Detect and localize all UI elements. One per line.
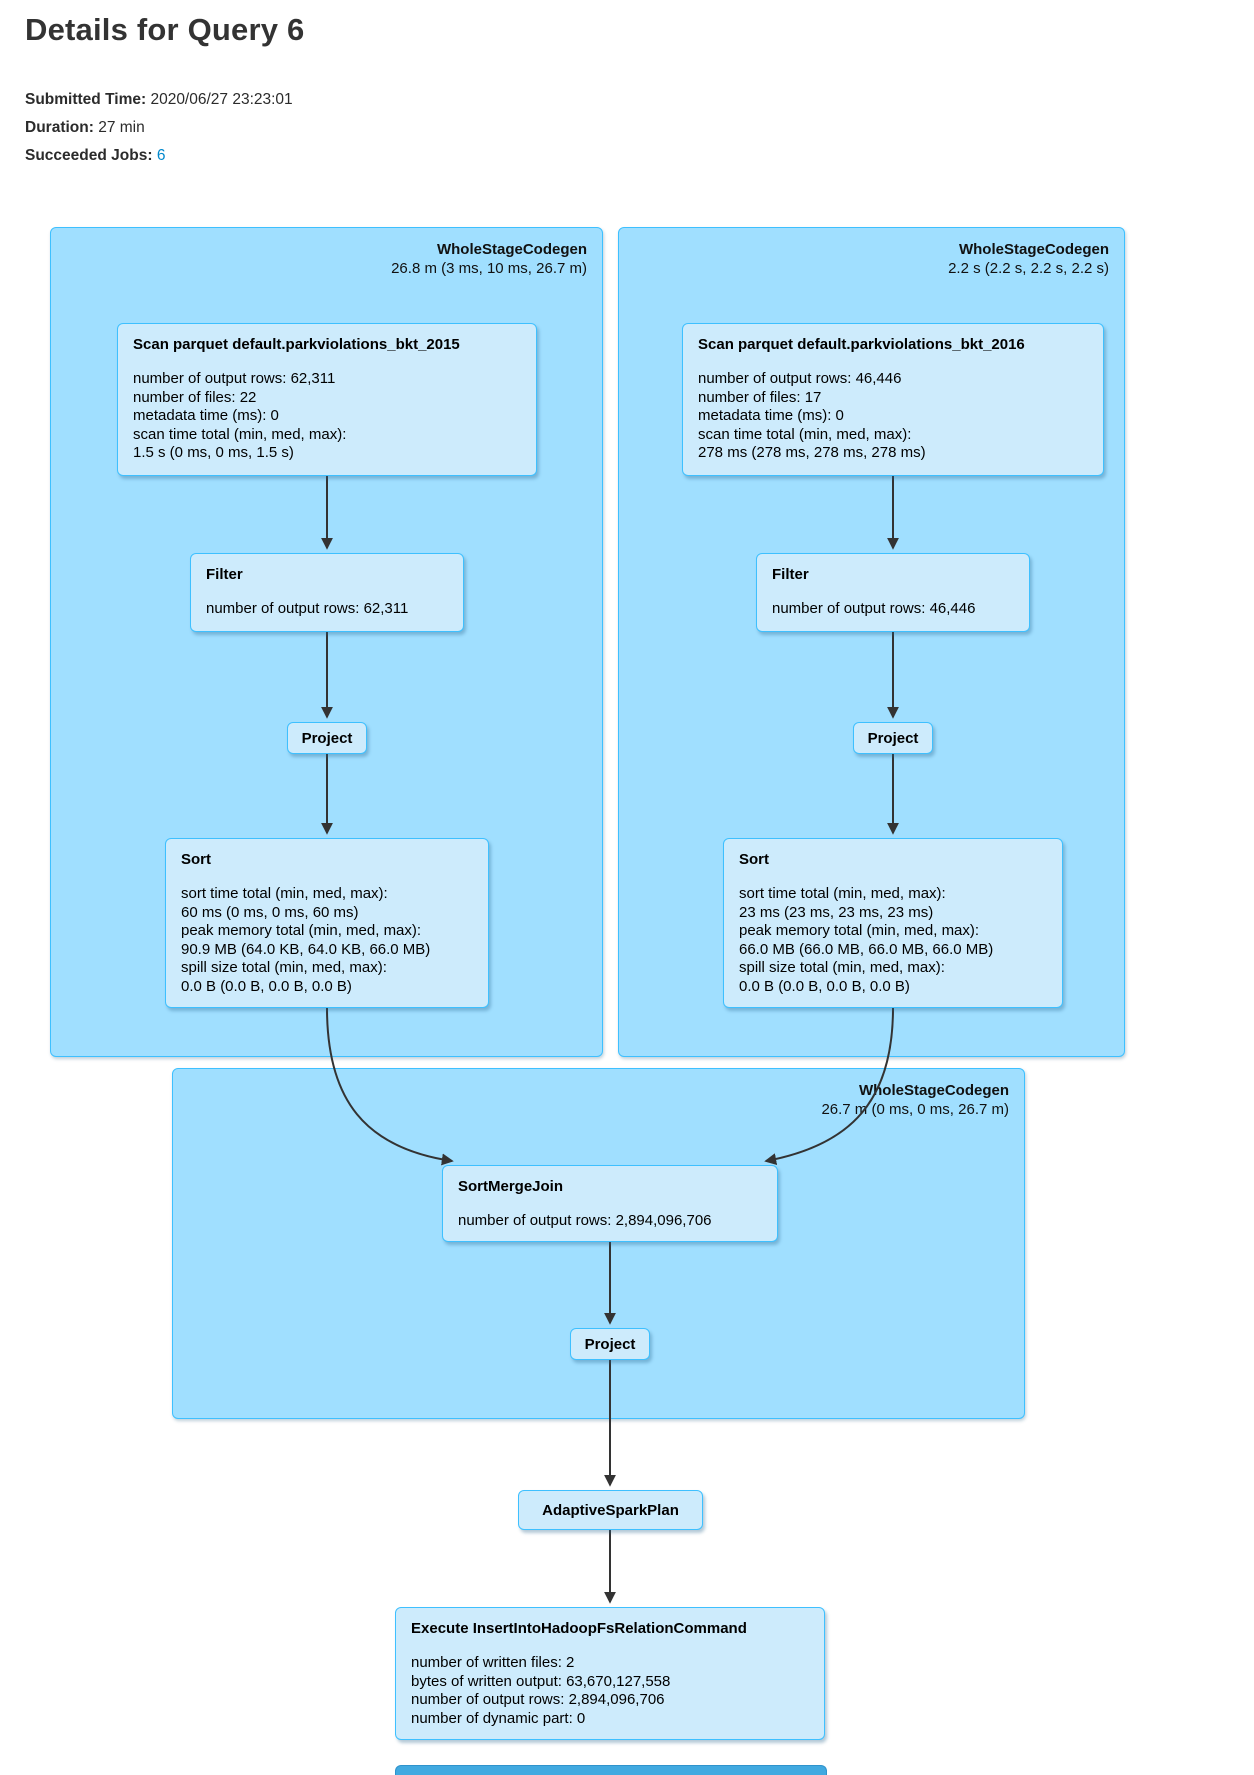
- node-metrics: number of output rows: 46,446: [757, 583, 1029, 631]
- cluster-title: WholeStageCodegen: [958, 241, 1109, 258]
- metric-line: 0.0 B (0.0 B, 0.0 B, 0.0 B): [739, 977, 910, 995]
- node-metrics: number of output rows: 62,311: [191, 583, 463, 631]
- metric-line: number of output rows: 62,311: [206, 600, 409, 617]
- metric-line: peak memory total (min, med, max):: [181, 922, 422, 939]
- cluster-title: WholeStageCodegen: [436, 241, 587, 258]
- page-title: Details for Query 6: [25, 12, 305, 47]
- node-sortmergejoin: SortMergeJoin number of output rows: 2,8…: [442, 1165, 778, 1242]
- query-summary: Submitted Time: 2020/06/27 23:23:01 Dura…: [25, 86, 293, 170]
- metric-line: sort time total (min, med, max):: [181, 885, 388, 902]
- succeeded-jobs-label: Succeeded Jobs:: [25, 147, 153, 164]
- metric-line: metadata time (ms): 0: [133, 407, 279, 424]
- metric-line: metadata time (ms): 0: [698, 407, 844, 424]
- node-filter-2015: Filter number of output rows: 62,311: [190, 553, 464, 632]
- metric-line: number of output rows: 62,311: [133, 370, 336, 387]
- metric-line: 1.5 s (0 ms, 0 ms, 1.5 s): [133, 444, 294, 461]
- node-project-2016: Project: [853, 722, 933, 754]
- metric-line: number of dynamic part: 0: [411, 1709, 586, 1727]
- metric-line: peak memory total (min, med, max):: [739, 922, 980, 939]
- node-title: Sort: [181, 851, 211, 868]
- submitted-time-row: Submitted Time: 2020/06/27 23:23:01: [25, 86, 293, 114]
- metric-line: number of written files: 2: [411, 1654, 575, 1671]
- cluster-label: WholeStageCodegen 2.2 s (2.2 s, 2.2 s, 2…: [948, 240, 1109, 278]
- duration-label: Duration:: [25, 119, 94, 136]
- node-title: Sort: [739, 851, 769, 868]
- metric-line: number of output rows: 2,894,096,706: [458, 1212, 712, 1229]
- node-project-join: Project: [570, 1328, 650, 1360]
- cluster-title: WholeStageCodegen: [858, 1082, 1009, 1099]
- node-filter-2016: Filter number of output rows: 46,446: [756, 553, 1030, 632]
- metric-line: scan time total (min, med, max):: [133, 425, 347, 443]
- node-title: Project: [867, 729, 919, 747]
- node-title: Project: [301, 729, 353, 747]
- cluster-label: WholeStageCodegen 26.7 m (0 ms, 0 ms, 26…: [821, 1081, 1009, 1119]
- metric-line: scan time total (min, med, max):: [698, 425, 912, 443]
- metric-line: 90.9 MB (64.0 KB, 64.0 KB, 66.0 MB): [181, 940, 431, 958]
- metric-line: 60 ms (0 ms, 0 ms, 60 ms): [181, 903, 359, 921]
- submitted-time-value: 2020/06/27 23:23:01: [150, 91, 293, 108]
- cluster-label: WholeStageCodegen 26.8 m (3 ms, 10 ms, 2…: [391, 240, 587, 278]
- node-metrics: sort time total (min, med, max): 60 ms (…: [166, 868, 488, 1008]
- node-metrics: number of written files: 2 bytes of writ…: [396, 1637, 824, 1740]
- node-title: Project: [584, 1335, 636, 1353]
- duration-value: 27 min: [98, 119, 145, 136]
- node-metrics: number of output rows: 62,311 number of …: [118, 353, 536, 475]
- node-title: SortMergeJoin: [458, 1178, 564, 1195]
- metric-line: number of output rows: 2,894,096,706: [411, 1691, 665, 1708]
- metric-line: number of files: 17: [698, 388, 822, 406]
- node-execute-insertintohadoopfsrelationcommand: Execute InsertIntoHadoopFsRelationComman…: [395, 1607, 825, 1740]
- node-title: AdaptiveSparkPlan: [542, 1501, 679, 1519]
- node-scan-parquet-2015: Scan parquet default.parkviolations_bkt_…: [117, 323, 537, 476]
- succeeded-jobs-link[interactable]: 6: [156, 147, 166, 164]
- metric-line: spill size total (min, med, max):: [181, 959, 387, 976]
- metric-line: sort time total (min, med, max):: [739, 885, 946, 902]
- cluster-duration: 2.2 s (2.2 s, 2.2 s, 2.2 s): [948, 260, 1109, 277]
- succeeded-jobs-row: Succeeded Jobs: 6: [25, 142, 293, 170]
- cutoff-element-bottom: [395, 1765, 827, 1775]
- metric-line: number of files: 22: [133, 388, 257, 406]
- metric-line: number of output rows: 46,446: [698, 370, 902, 387]
- node-title: Scan parquet default.parkviolations_bkt_…: [133, 336, 460, 353]
- node-adaptivesparkplan: AdaptiveSparkPlan: [518, 1490, 703, 1530]
- metric-line: spill size total (min, med, max):: [739, 959, 945, 976]
- node-title: Execute InsertIntoHadoopFsRelationComman…: [411, 1620, 747, 1637]
- duration-row: Duration: 27 min: [25, 114, 293, 142]
- node-metrics: number of output rows: 2,894,096,706: [443, 1195, 777, 1243]
- node-metrics: number of output rows: 46,446 number of …: [683, 353, 1103, 475]
- metric-line: 278 ms (278 ms, 278 ms, 278 ms): [698, 444, 926, 461]
- node-sort-2016: Sort sort time total (min, med, max): 23…: [723, 838, 1063, 1008]
- metric-line: 0.0 B (0.0 B, 0.0 B, 0.0 B): [181, 977, 352, 995]
- node-title: Filter: [206, 566, 243, 583]
- cluster-duration: 26.7 m (0 ms, 0 ms, 26.7 m): [821, 1101, 1009, 1118]
- node-scan-parquet-2016: Scan parquet default.parkviolations_bkt_…: [682, 323, 1104, 476]
- cluster-duration: 26.8 m (3 ms, 10 ms, 26.7 m): [391, 260, 587, 277]
- node-project-2015: Project: [287, 722, 367, 754]
- node-sort-2015: Sort sort time total (min, med, max): 60…: [165, 838, 489, 1008]
- cluster-wholestagecodegen-3: WholeStageCodegen 26.7 m (0 ms, 0 ms, 26…: [172, 1068, 1025, 1419]
- node-title: Filter: [772, 566, 809, 583]
- submitted-time-label: Submitted Time:: [25, 91, 147, 108]
- metric-line: bytes of written output: 63,670,127,558: [411, 1672, 671, 1690]
- node-metrics: sort time total (min, med, max): 23 ms (…: [724, 868, 1062, 1008]
- metric-line: 23 ms (23 ms, 23 ms, 23 ms): [739, 903, 934, 921]
- node-title: Scan parquet default.parkviolations_bkt_…: [698, 336, 1025, 353]
- metric-line: number of output rows: 46,446: [772, 600, 976, 617]
- metric-line: 66.0 MB (66.0 MB, 66.0 MB, 66.0 MB): [739, 940, 994, 958]
